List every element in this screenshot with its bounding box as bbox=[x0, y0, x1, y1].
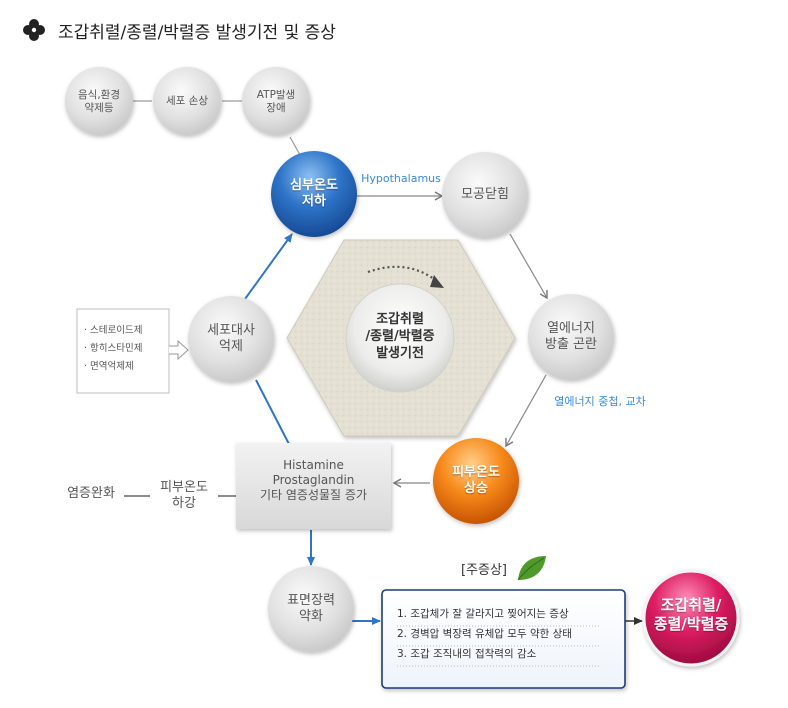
title-row: 조갑취렬/종렬/박렬증 발생기전 및 증상 bbox=[22, 16, 336, 44]
inflammation-box bbox=[236, 443, 391, 529]
skin-temp-drop-label: 피부온도 하강 bbox=[160, 480, 208, 512]
drugs-box bbox=[76, 308, 170, 394]
symptom-item: 2. 경벽압 벽장력 유체압 모두 약한 상태 bbox=[397, 628, 572, 640]
arrow-pore-heat bbox=[509, 233, 548, 300]
cell-damage-label: 세포 손상 bbox=[166, 95, 208, 107]
result-label: 조갑취렬/ 종렬/박렬증 bbox=[653, 596, 729, 633]
symptom-item: 1. 조갑체가 잘 갈라지고 찢어지는 증상 bbox=[397, 608, 569, 620]
inflammation-label: Histamine Prostaglandin 기타 염증성물질 증가 bbox=[260, 458, 367, 502]
node-result bbox=[642, 569, 740, 667]
leaf-icon bbox=[517, 556, 546, 581]
cause-label: 음식,환경 약제등 bbox=[78, 89, 120, 115]
skin-temp-rise-label: 피부온도 상승 bbox=[452, 465, 500, 497]
inflammation-relief-label: 염증완화 bbox=[67, 486, 115, 501]
node-cause bbox=[65, 67, 133, 135]
node-pore-close bbox=[442, 152, 528, 238]
surface-tension-label: 표면장력 약화 bbox=[287, 593, 335, 625]
heat-release-label: 열에너지 방출 곤란 bbox=[545, 321, 597, 353]
center-circle bbox=[345, 283, 455, 393]
symptoms-list: 1. 조갑체가 잘 갈라지고 찢어지는 증상 2. 경벽압 벽장력 유체압 모두… bbox=[397, 604, 619, 664]
node-cell-damage bbox=[153, 67, 221, 135]
atp-label: ATP발생 장애 bbox=[256, 89, 296, 115]
symptoms-heading: [주증상] bbox=[460, 563, 508, 578]
drugs-list: · 스테로이드제 · 항히스타민제 · 면역억제제 bbox=[84, 322, 168, 376]
node-metabolism bbox=[188, 296, 274, 382]
pore-close-label: 모공닫힘 bbox=[461, 187, 509, 202]
link-atp-core bbox=[289, 136, 301, 156]
clover-icon bbox=[23, 19, 45, 41]
arrow-heat-skin bbox=[505, 374, 547, 448]
node-skin-temp-rise bbox=[433, 438, 519, 524]
hypothalamus-label: Hypothalamus bbox=[361, 172, 441, 185]
core-temp-drop-label: 심부온도 저하 bbox=[290, 178, 338, 210]
metabolism-label: 세포대사 억제 bbox=[207, 323, 255, 355]
link-box-meta bbox=[255, 379, 291, 447]
page-title: 조갑취렬/종렬/박렬증 발생기전 및 증상 bbox=[58, 22, 336, 43]
drug-item: · 항히스타민제 bbox=[84, 343, 143, 355]
symptom-item: 3. 조갑 조직내의 접착력의 감소 bbox=[397, 648, 537, 660]
drug-item: · 스테로이드제 bbox=[84, 325, 143, 336]
center-label: 조갑취렬 /종렬/박렬증 발생기전 bbox=[365, 312, 435, 361]
heat-overlap-label: 열에너지 중첩, 교차 bbox=[554, 395, 646, 408]
node-atp bbox=[242, 67, 310, 135]
symptoms-box bbox=[381, 589, 626, 689]
drug-item: · 면역억제제 bbox=[84, 361, 134, 373]
arrow-meta-core bbox=[244, 233, 293, 300]
node-core-temp-drop bbox=[271, 151, 357, 237]
node-heat-release bbox=[528, 294, 614, 380]
drugs-arrow bbox=[169, 339, 189, 361]
node-surface-tension bbox=[268, 566, 354, 652]
center-arc-arrowhead bbox=[430, 275, 444, 288]
